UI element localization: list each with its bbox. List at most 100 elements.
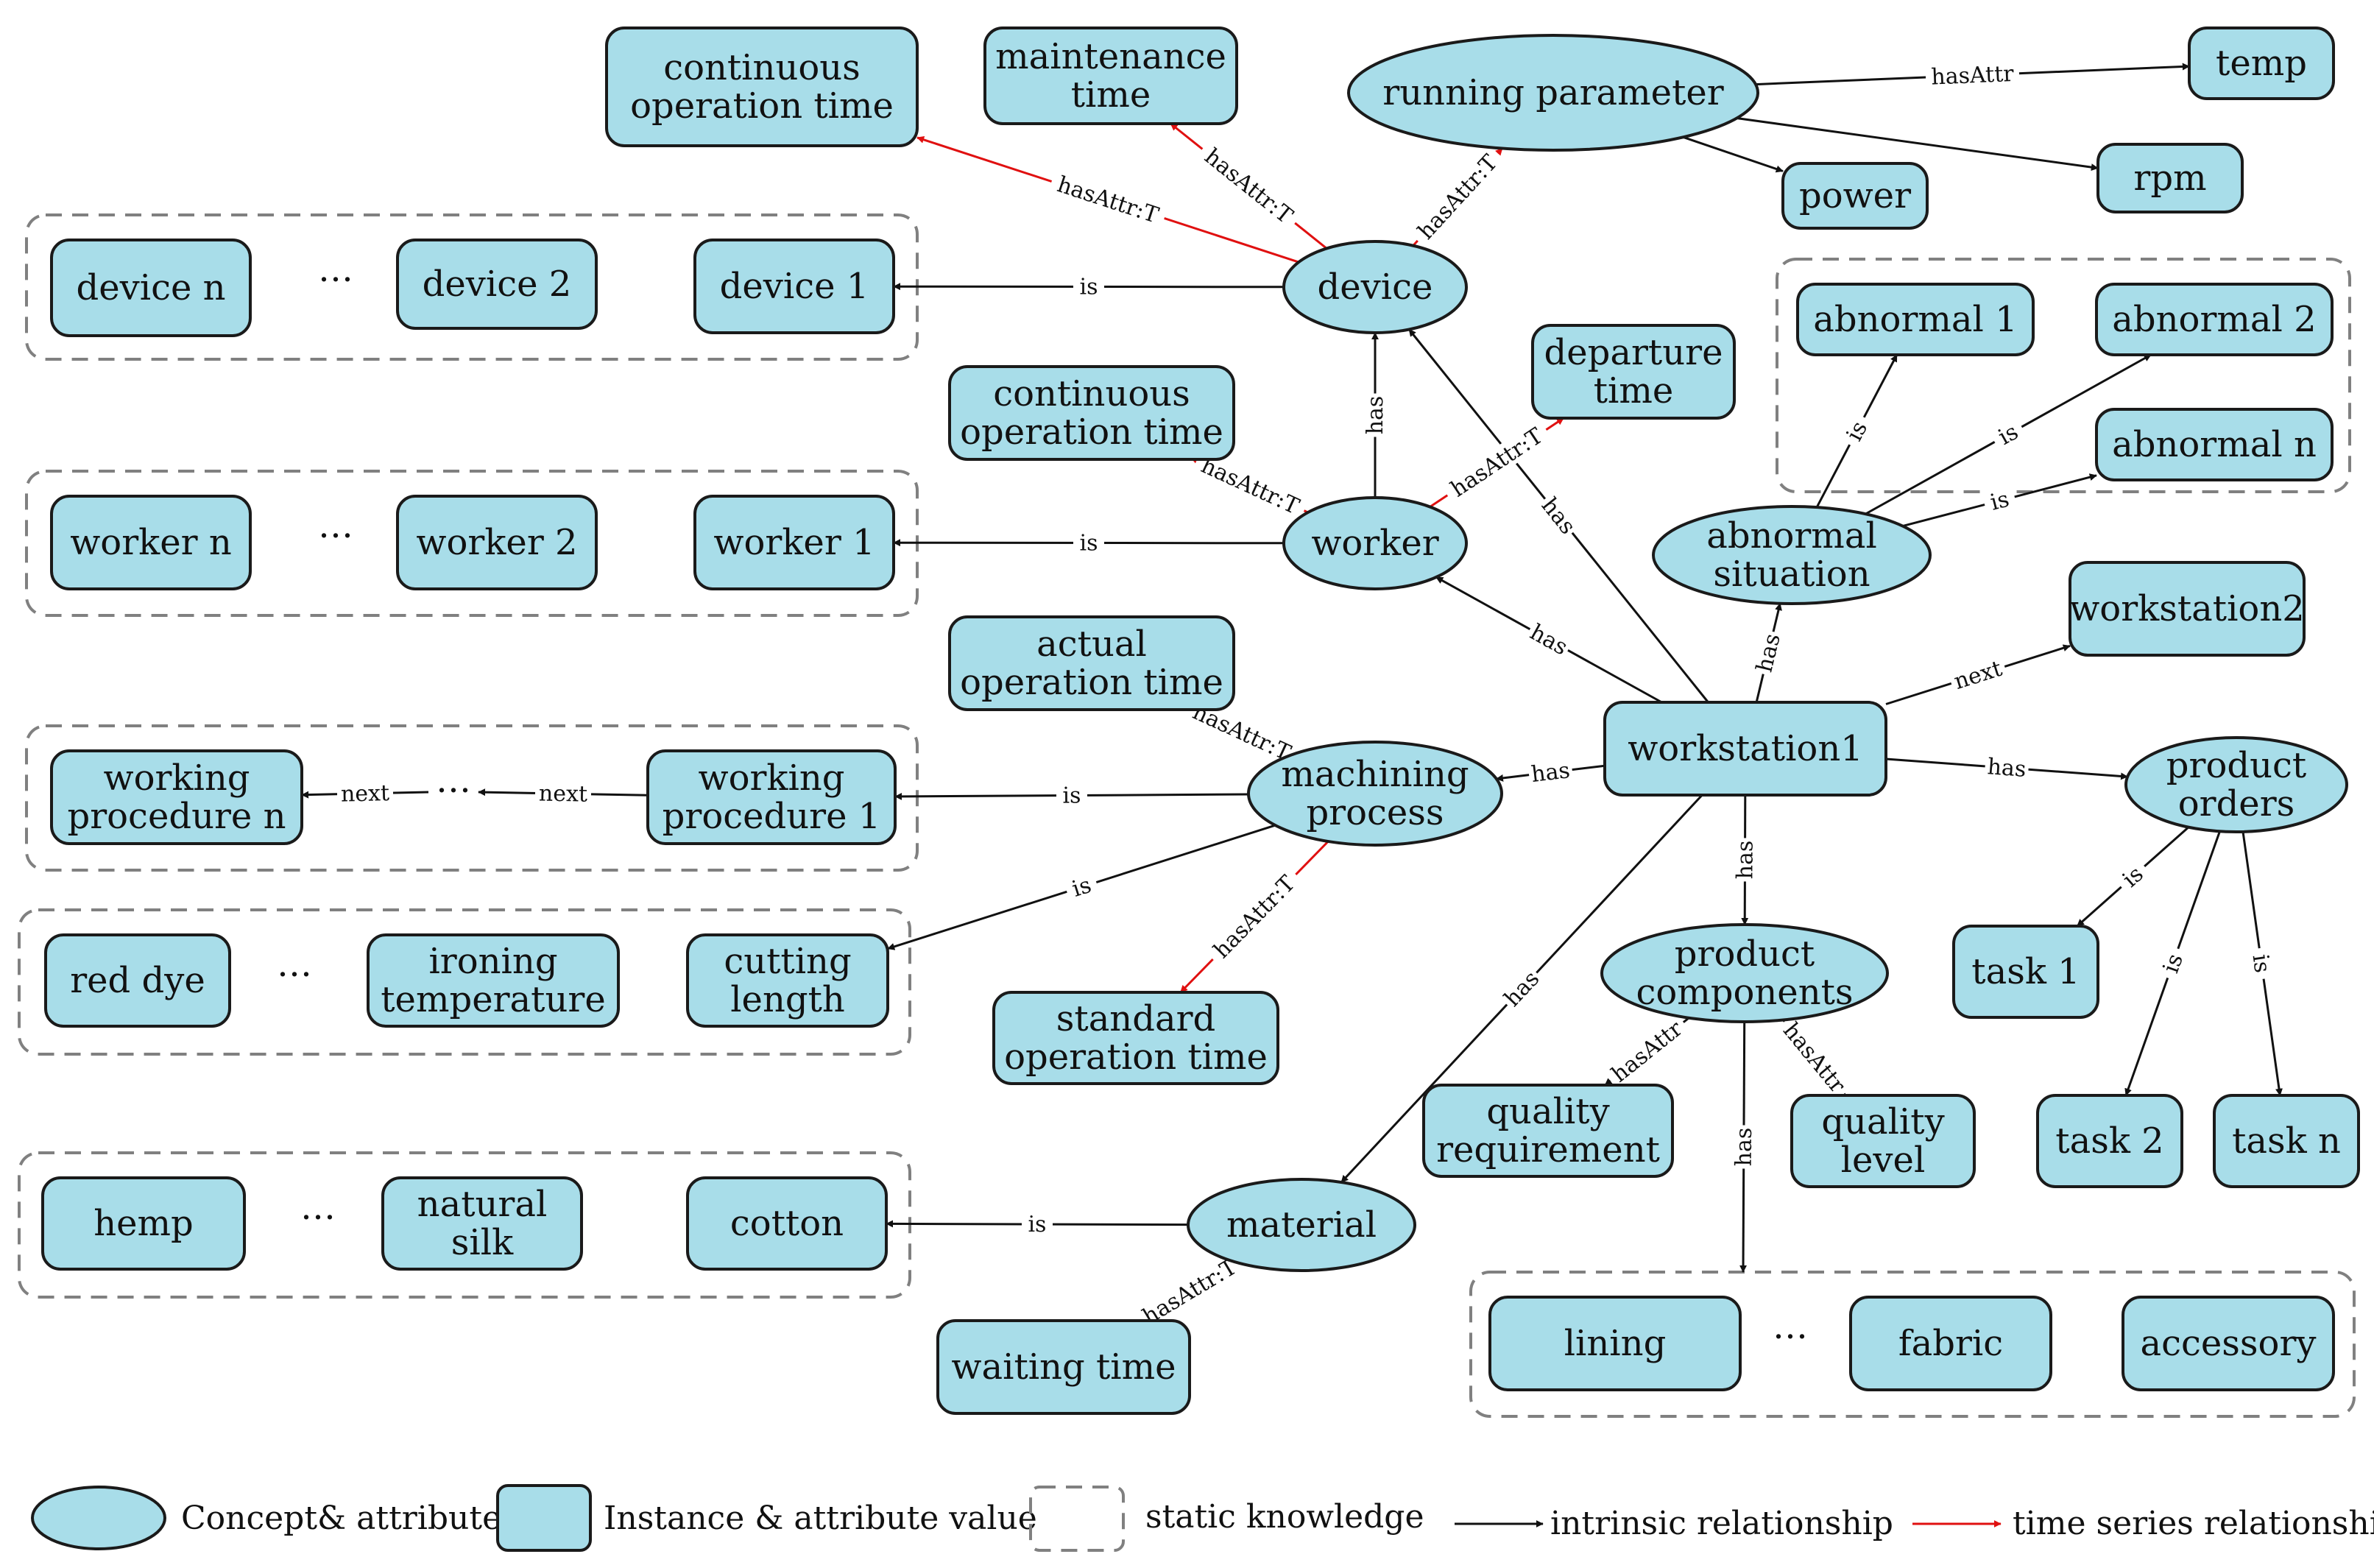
edge-label: has <box>1984 752 2029 783</box>
abnormal-group <box>1776 258 2351 493</box>
edge-label-background <box>1191 449 1310 522</box>
edge-label-background <box>2247 946 2277 981</box>
edge-label: is <box>1021 1210 1053 1237</box>
edge-running-parameter-to-power <box>1683 135 1784 173</box>
instance-box <box>1952 925 2099 1019</box>
edge-label: is <box>1073 273 1105 300</box>
edge-label: next <box>1947 654 2009 695</box>
node-label: components <box>1636 972 1853 1013</box>
edge-label-text: hasAttr:T <box>1209 871 1301 964</box>
node-worker: worker <box>1282 496 1468 590</box>
edge-label-text: is <box>1062 783 1081 808</box>
edge-label-background <box>1048 169 1169 230</box>
edge-label-text: hasAttr:T <box>1054 172 1162 228</box>
edge-label-background <box>1750 629 1785 677</box>
edge-label-background <box>1362 393 1387 437</box>
instance-box <box>1849 1296 2052 1391</box>
node-label: level <box>1841 1140 1926 1181</box>
edge-label-background <box>2112 856 2152 896</box>
node-label: abnormal 1 <box>1813 299 2017 340</box>
instance-box <box>1796 283 2035 356</box>
instance-box <box>992 991 1279 1085</box>
node-label: product <box>2166 745 2306 786</box>
edge-label-background <box>1056 782 1088 808</box>
instance-box <box>1790 1094 1976 1188</box>
instance-box <box>936 1319 1191 1415</box>
edge-label-background <box>1131 1249 1247 1332</box>
node-label: lining <box>1564 1323 1667 1364</box>
instance-box <box>381 1176 583 1271</box>
node-worker-n: worker n <box>50 495 252 590</box>
edge-label-background <box>1602 1011 1691 1090</box>
edge-label-text: next <box>539 780 588 807</box>
ellipsis-mark: … <box>300 1187 336 1228</box>
ellipsis-mark: … <box>277 944 312 985</box>
node-label: worker 1 <box>713 522 875 563</box>
instance-box <box>686 933 889 1028</box>
ellipsis-mark: … <box>318 505 353 546</box>
instance-box <box>50 495 252 590</box>
edge-label-background <box>1988 415 2028 453</box>
node-label: worker 2 <box>416 522 577 563</box>
legend: Concept& attribute Instance & attribute … <box>31 1484 2374 1552</box>
instance-box <box>693 495 895 590</box>
edge-label-text: hasAttr <box>1931 61 2015 91</box>
node-fabric: fabric <box>1849 1296 2052 1391</box>
edge-label: has <box>1362 393 1388 437</box>
edge-label-background <box>1731 838 1757 882</box>
node-label: silk <box>451 1222 514 1263</box>
edge-label-text: hasAttr:T <box>1446 423 1548 503</box>
edge-label-text: has <box>1363 396 1388 435</box>
node-abnormal-2: abnormal 2 <box>2095 283 2334 356</box>
instance-box <box>396 239 598 330</box>
legend-static-swatch <box>1029 1486 1125 1552</box>
instance-box <box>686 1176 888 1271</box>
instance-box <box>50 749 303 845</box>
instance-box <box>948 365 1235 461</box>
edge-label-background <box>1730 1125 1756 1169</box>
edge-label-background <box>534 780 592 806</box>
instance-box <box>1422 1084 1674 1178</box>
node-power: power <box>1781 162 1929 230</box>
edge-label-background <box>2155 944 2189 982</box>
edge-label: has <box>1524 617 1575 661</box>
working-procedure-group <box>25 724 919 872</box>
node-label: cotton <box>730 1203 844 1244</box>
node-label: power <box>1799 175 1911 216</box>
node-device: device <box>1282 240 1468 334</box>
edge-label: is <box>2247 946 2277 981</box>
node-label: actual <box>1036 624 1147 665</box>
node-label: workstation2 <box>2069 588 2305 629</box>
node-label: abnormal 2 <box>2112 299 2316 340</box>
node-accessory: accessory <box>2122 1296 2335 1391</box>
node-label: time <box>1594 370 1674 412</box>
node-worker-1: worker 1 <box>693 495 895 590</box>
node-label: hemp <box>93 1203 194 1244</box>
edge-label-background <box>336 780 394 806</box>
node-label: length <box>730 979 845 1020</box>
node-label: workstation1 <box>1628 728 1863 769</box>
edge-label: is <box>1056 782 1088 809</box>
ellipsis-layer: ……………… <box>277 249 1808 1347</box>
legend-instance-swatch <box>496 1484 592 1552</box>
node-label: continuous <box>993 373 1190 414</box>
instance-box <box>2069 561 2306 657</box>
edge-label-background <box>1524 617 1575 661</box>
node-label: temperature <box>381 979 605 1020</box>
edge-label: has <box>1536 490 1583 540</box>
edge-label: hasAttr:T <box>1203 865 1304 968</box>
node-label: time <box>1071 74 1151 116</box>
node-label: device <box>1318 266 1433 308</box>
edge-label-background <box>1203 865 1304 968</box>
node-hemp: hemp <box>41 1176 246 1271</box>
edge-label: has <box>1730 1125 1757 1169</box>
node-red-dye: red dye <box>44 933 231 1028</box>
edge-label-text: is <box>2247 953 2275 975</box>
